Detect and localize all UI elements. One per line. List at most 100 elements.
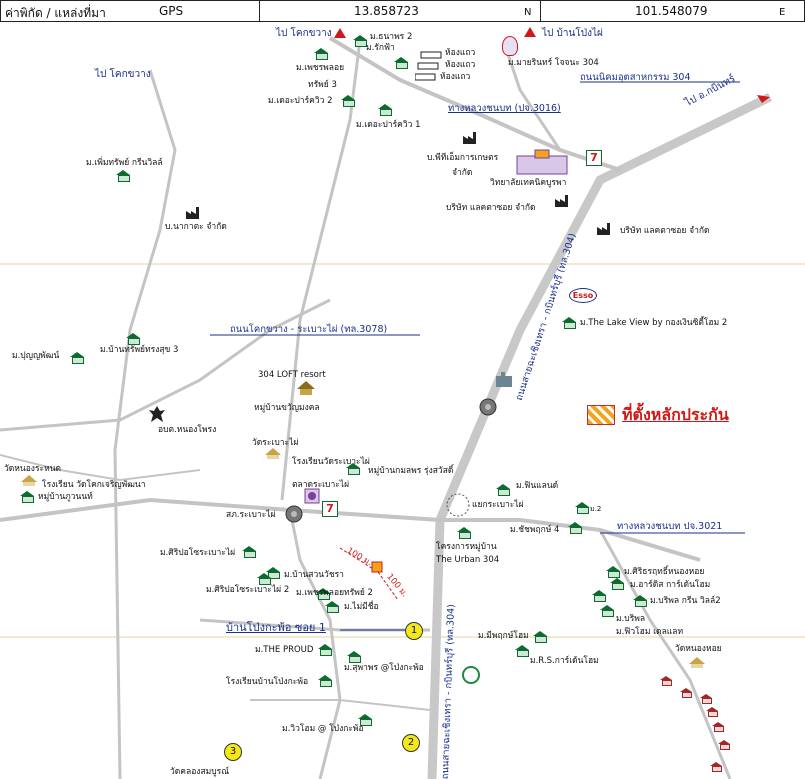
label-m2: ม.2 — [590, 505, 602, 513]
seven-eleven-icon: 7 — [586, 150, 602, 166]
village-permsap-icon — [116, 170, 130, 182]
police-round-icon — [285, 505, 303, 523]
coord-label: ค่าพิกัด / แหล่งที่มา — [5, 6, 106, 20]
label-fihome: ม.ฟิวโฮม เดลแลท — [616, 627, 684, 637]
college-building-icon — [516, 149, 568, 175]
road-label-soi1: บ้านโป่งกะพ้อ ซอย 1 — [226, 621, 326, 634]
label-tanaporn2: ม.ธนาพร 2 — [370, 32, 413, 42]
road-3016 — [328, 36, 621, 172]
road-label-3078: ถนนโคกขวาง - ระเบาะไผ่ (ทล.3078) — [230, 324, 388, 335]
house-red-3-icon — [700, 694, 712, 704]
header-left-cell: ค่าพิกัด / แหล่งที่มา GPS — [0, 0, 260, 22]
road-label-3021: ทางหลวงชนบท ปจ.3021 — [617, 521, 723, 532]
label-wat-khlong: วัดคลองสมบูรณ์ — [170, 767, 230, 777]
label-wat-rabaopai: วัดระเบาะไผ่ — [252, 438, 299, 448]
dir-khok-khwang-top: ไป โคกขวาง — [276, 28, 332, 39]
village-lakeview-icon — [562, 317, 576, 329]
label-sap3: ทรัพย์ 3 — [308, 80, 337, 90]
village-bansap3-icon — [126, 333, 140, 345]
esso-station-icon: Esso — [569, 288, 597, 303]
label-rs-garden: ม.R.S.การ์เด้นโฮม — [530, 656, 599, 666]
label-dcb2: ม.เดอะปาร์ควิว 2 — [268, 96, 333, 106]
house-red-7-icon — [710, 762, 722, 772]
road-local-west — [0, 454, 201, 482]
school-ban-icon — [318, 675, 332, 687]
village-chatpruek4-icon — [568, 522, 582, 534]
road-label-nikhom-304: ถนนนิคมอุตสาหกรรม 304 — [580, 72, 691, 83]
label-sirpol-rabao: ม.ศิริปอโซระเบาะไผ่ — [160, 548, 236, 558]
label-maimi: ม.ไม่มีชื่อ — [344, 602, 379, 612]
village-dcb2-icon — [341, 95, 355, 107]
arrow-up-pong-phai-icon — [524, 27, 536, 37]
label-suphaporn: ม.สุพาพร @โป่งกะพ้อ — [344, 663, 424, 673]
village-arch-icon — [610, 578, 624, 590]
village-phetphon-thip2-icon — [316, 588, 330, 600]
label-row1: ห้องแถว — [445, 48, 476, 58]
police-station-icon — [304, 488, 320, 504]
gas-station-south-icon — [462, 666, 480, 684]
highway-304 — [427, 92, 772, 779]
road-north-west — [0, 298, 331, 432]
arrow-up-khok-khwang-icon — [334, 28, 346, 38]
label-school-chok: โรงเรียน วัดโคกเจริญพัฒนา — [42, 480, 146, 490]
row-houses-icon — [415, 51, 442, 81]
village-phinland-icon — [496, 484, 510, 496]
label-urban-proj: โครงการหมู่บ้าน — [436, 542, 497, 552]
village-siri-nong-icon — [606, 566, 620, 578]
label-punyaphat: ม.ปุญญพัฒน์ — [12, 351, 60, 361]
label-ledex2: บริษัท แลคตาซอย จำกัด — [620, 226, 710, 236]
house-red-5-icon — [712, 722, 724, 732]
label-bripol-green2: ม.บริพล กรีน วิลล์2 — [650, 596, 721, 606]
label-school-ban: โรงเรียนบ้านโป่งกะพ้อ — [226, 677, 309, 687]
label-rakfa: ม.รักฟ้า — [366, 43, 395, 53]
village-maimi-icon — [325, 601, 339, 613]
factory-nakata-icon — [186, 207, 199, 219]
label-jojo304: โจจนะ 304 — [555, 58, 599, 68]
road-nong-hoi — [598, 529, 732, 779]
distance-line-2 — [377, 571, 399, 601]
road-label-3016: ทางหลวงชนบท (ปจ.3016) — [448, 103, 561, 114]
label-row2: ห้องแถว — [445, 60, 476, 70]
marker-2: 2 — [402, 734, 420, 752]
factory-ledex1-icon — [555, 195, 568, 207]
label-college: วิทยาลัยเทคนิคบูรพา — [490, 178, 567, 188]
header-lat-cell: 13.858723 N — [259, 0, 541, 22]
label-lakeview: ม.The Lake View by กองเงินซิตี้โฮม 2 — [580, 318, 728, 328]
village-punyaphat-icon — [70, 352, 84, 364]
label-urban-name: The Urban 304 — [436, 555, 500, 565]
factory-grey-icon — [496, 372, 512, 387]
label-market: ตลาดระเบาะไผ่ — [292, 480, 350, 490]
seven-eleven-2-icon: 7 — [322, 501, 338, 517]
label-siri-nong: ม.ศิริธรฤทธิ์หนองหอย — [624, 567, 705, 577]
label-ledex1: บริษัท แลคตาซอย จำกัด — [446, 203, 536, 213]
village-rs-icon — [515, 645, 529, 657]
village-urban-icon — [457, 527, 471, 539]
label-nakata: บ.นากาตะ จำกัด — [165, 222, 227, 232]
longitude-value: 101.548079 — [635, 4, 708, 18]
dir-khok-khwang-left: ไป โคกขวาง — [95, 69, 151, 80]
village-rivew-icon — [358, 714, 372, 726]
garuda-emblem-icon — [149, 406, 165, 422]
label-pti-1: บ.พีทีเอ็มการเกษตร — [427, 153, 499, 163]
road-to-pong-phai — [503, 44, 562, 151]
arrow-kabinburi-icon — [757, 95, 770, 103]
label-proud: ม.THE PROUD — [255, 645, 314, 655]
marker-1: 1 — [405, 622, 423, 640]
factory-pti-icon — [463, 132, 476, 144]
village-thongpong-icon — [346, 463, 360, 475]
label-kuwanon: หมู่บ้านภูวนนท์ — [38, 492, 93, 502]
label-thongpong: หมู่บ้านกมลพร รุ่งสวัสดิ์ — [368, 466, 454, 476]
label-abt: อบต.หนองโพรง — [158, 425, 217, 435]
latitude-value: 13.858723 — [354, 4, 419, 18]
village-phetphon-icon — [314, 48, 328, 60]
village-proud-icon — [318, 644, 332, 656]
temple-rabaopai-icon — [265, 448, 281, 459]
label-row3: ห้องแถว — [440, 72, 471, 82]
factory-ledex2-icon — [597, 223, 610, 235]
label-phetphon-thip2: ม.เพชรพลอยทรัพย์ 2 — [296, 588, 373, 598]
label-wat-nonghoi: วัดหนองหอย — [675, 644, 722, 654]
village-fihome-icon — [600, 605, 614, 617]
temple-nonghoi-icon — [689, 657, 705, 668]
